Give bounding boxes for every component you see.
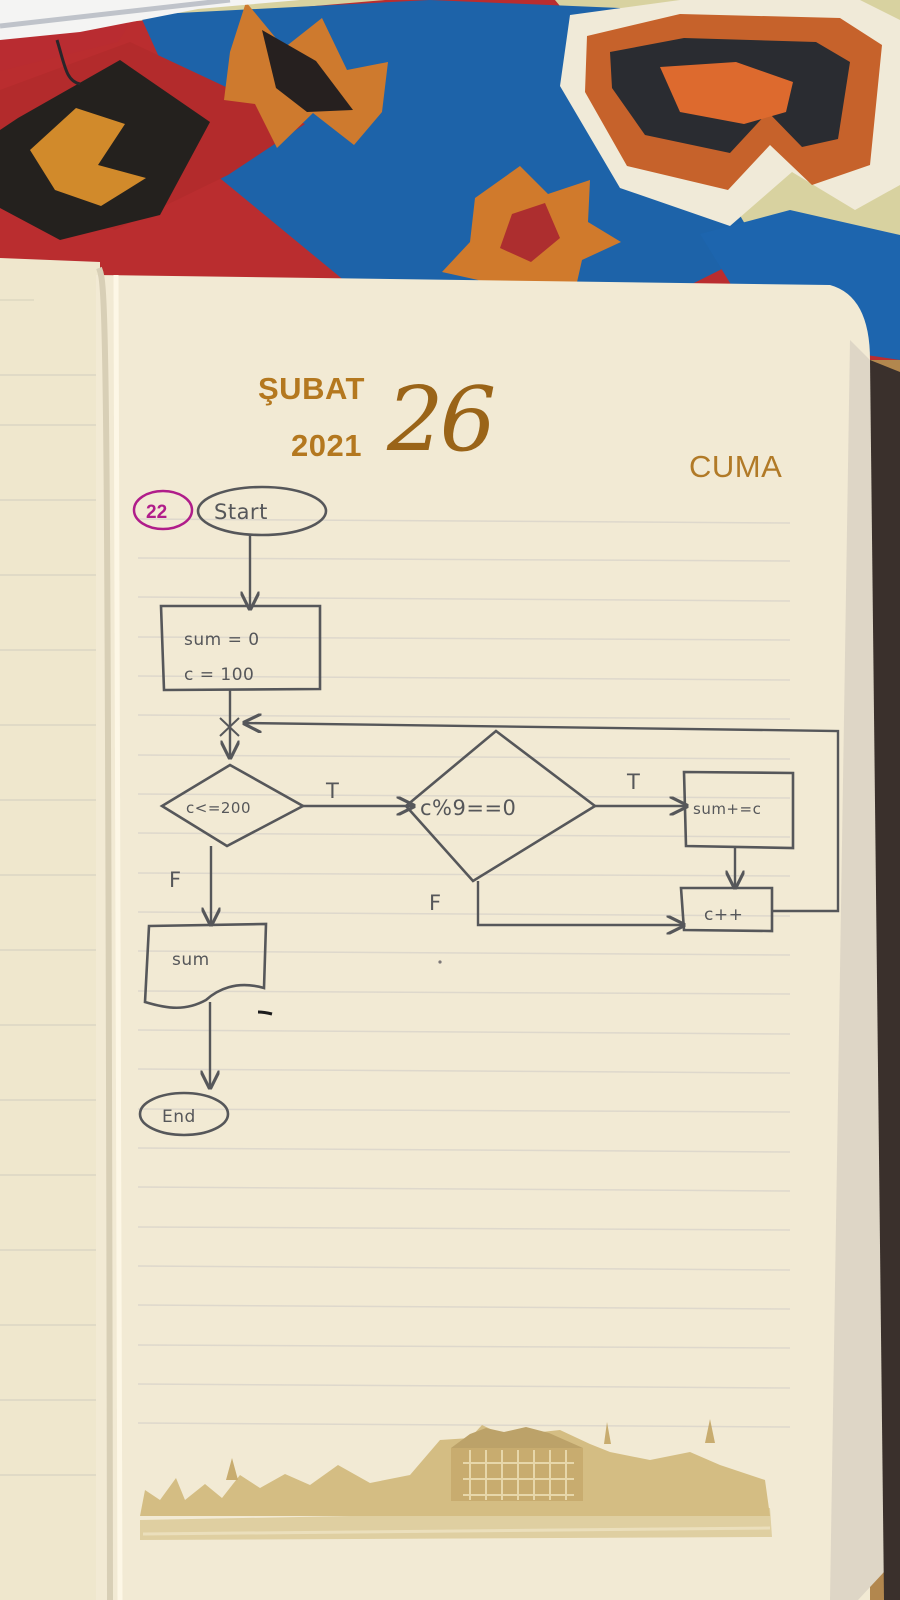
palace-illustration [140, 1419, 772, 1540]
planner-month: ŞUBAT [258, 371, 365, 406]
planner-year: 2021 [291, 428, 362, 463]
pen-smudges [257, 960, 442, 1016]
planner-day-number: 26 [387, 367, 496, 471]
planner-weekday: CUMA [689, 449, 783, 484]
carpet-pattern [0, 0, 900, 360]
